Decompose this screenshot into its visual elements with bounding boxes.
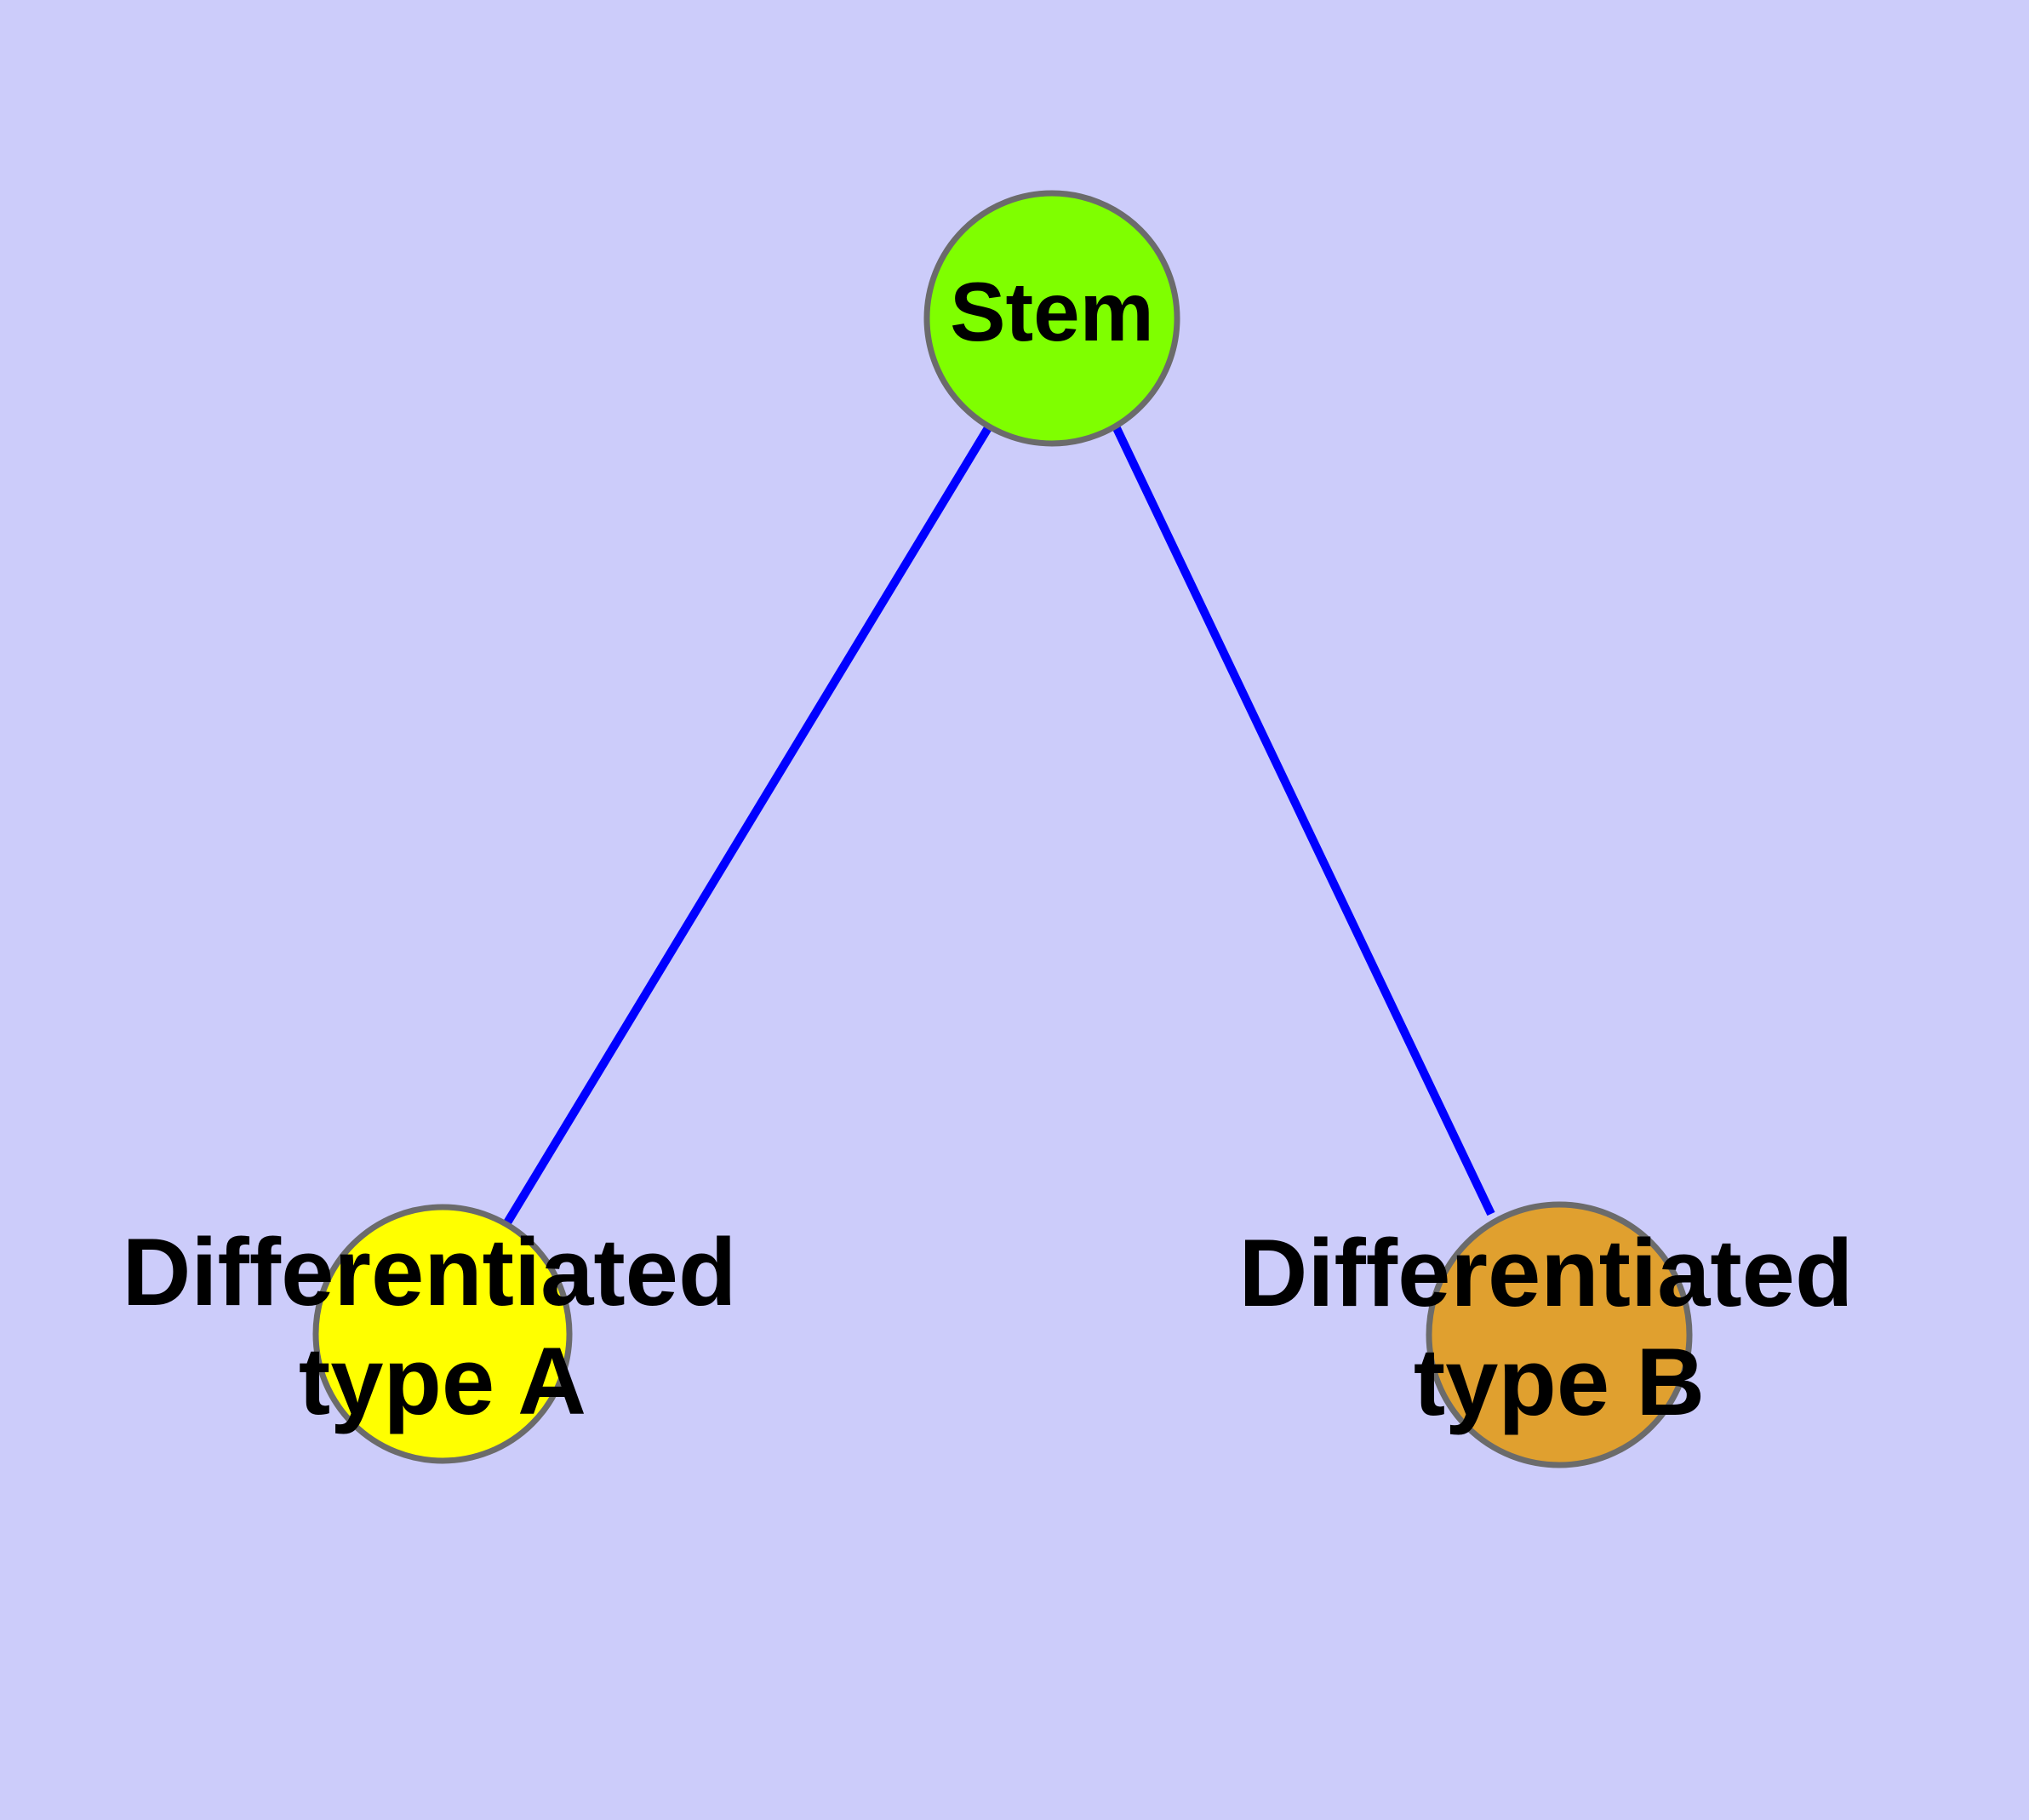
node-differentiated-type-a-circle[interactable] [312,1204,573,1464]
node-differentiated-type-b-label: Differentiated type B [1239,1220,1880,1435]
node-stem-circle[interactable] [923,190,1180,447]
edge-stem-to-differentiated-type-b[interactable] [1112,426,1495,1216]
node-differentiated-type-a-label-line-1: Differentiated [123,1219,737,1325]
node-differentiated-type-a-label-line-2: type A [299,1328,586,1434]
node-differentiated-type-b[interactable]: Differentiated type B [1239,1201,1880,1468]
node-stem[interactable]: Stem [923,190,1180,447]
nodes-layer: Stem Differentiated type A Differentiate… [123,190,1880,1468]
node-differentiated-type-a-label: Differentiated type A [123,1219,763,1434]
node-differentiated-type-b-label-line-2: type B [1414,1329,1705,1435]
edges-layer [502,424,1495,1227]
node-stem-label-line-1: Stem [950,265,1154,358]
edge-stem-to-differentiated-type-a[interactable] [502,424,993,1227]
node-stem-label: Stem [950,265,1154,358]
node-differentiated-type-a[interactable]: Differentiated type A [123,1204,763,1464]
node-differentiated-type-b-label-line-1: Differentiated [1239,1220,1854,1326]
node-differentiated-type-b-circle[interactable] [1426,1201,1693,1468]
